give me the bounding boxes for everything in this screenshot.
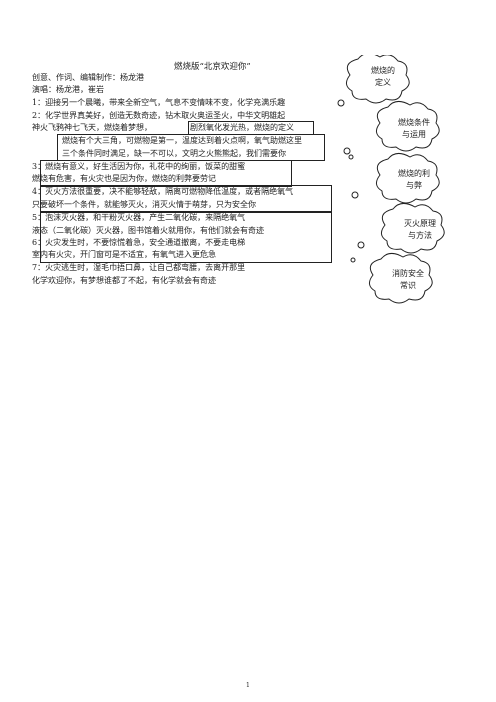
callout-extinguish: 灭火原理 与方法	[404, 219, 436, 240]
lyric-line-highlight: 剧烈氧化发光热，燃烧的定义	[190, 123, 294, 132]
callout-definition: 燃烧的 定义	[371, 66, 395, 87]
callout-pros-cons: 燃烧的利 与弊	[398, 169, 430, 190]
callout-safety: 消防安全 常识	[392, 269, 424, 290]
lyric-line: 1：迎接另一个晨曦，带来全新空气，气息不变情味不变，化学充满乐趣	[32, 98, 286, 107]
box-extinguish	[40, 185, 332, 213]
page-number: 1	[246, 682, 250, 689]
lyric-line: 液态（二氧化碳）灭火器，图书馆着火就用你，有他们就会有奇迹	[32, 226, 264, 235]
callout-clouds	[337, 55, 445, 304]
credit-singers: 演唱：杨龙港，崔岩	[32, 85, 104, 94]
lyric-line: 2：化学世界真美好，创造无数奇迹，钻木取火奥运圣火，中华文明雄起	[32, 111, 286, 120]
box-pros-cons	[40, 160, 292, 187]
lyric-line: 室内有火灾，开门窗可是不适宜，有氧气进入更危急	[32, 250, 216, 259]
lyric-line: 神火飞鸦神七飞天，燃烧着梦想，	[32, 123, 152, 132]
box-conditions	[57, 134, 325, 161]
lyric-line: 三个条件同时满足，缺一不可以，文明之火熊熊起，我们需要你	[62, 149, 286, 158]
credit-creator: 创意、作词、编辑制作：杨龙港	[32, 73, 144, 82]
lyric-line: 3：燃烧有意义，好生活因为你，礼花中的绚丽，饭菜的甜蜜	[32, 162, 246, 171]
lyric-line: 4：灭火方法很重要，决不能够轻敌，隔离可燃物降低温度，或者隔绝氧气	[32, 187, 294, 196]
lyric-line: 燃烧有个大三角，可燃物是第一，温度达到着火点啊，氧气助燃这里	[62, 136, 302, 145]
lyric-line: 化学欢迎你，有梦想谁都了不起，有化学就会有奇迹	[32, 276, 216, 285]
box-safety	[40, 211, 332, 263]
lyric-line: 5：泡沫灭火器，和干粉灭火器，产生二氧化碳，来隔绝氧气	[32, 213, 246, 222]
box-definition	[188, 121, 314, 135]
lyric-line: 燃烧有危害，有火灾也是因为你，燃烧的利弊要劳记	[32, 174, 216, 183]
lyric-line: 7：火灾逃生时，湿毛巾捂口鼻，让自己都弯腰，去离开那里	[32, 263, 246, 272]
lyric-line: 6：火灾发生时，不要惊慌着急，安全通道撤离，不要走电梯	[32, 238, 246, 247]
callout-conditions: 燃烧条件 与运用	[398, 118, 430, 139]
lyric-line: 只要破坏一个条件，就能够灭火，消灭火情于萌芽，只为安全你	[32, 200, 256, 209]
song-title: 燃烧版“北京欢迎你”	[174, 62, 251, 72]
